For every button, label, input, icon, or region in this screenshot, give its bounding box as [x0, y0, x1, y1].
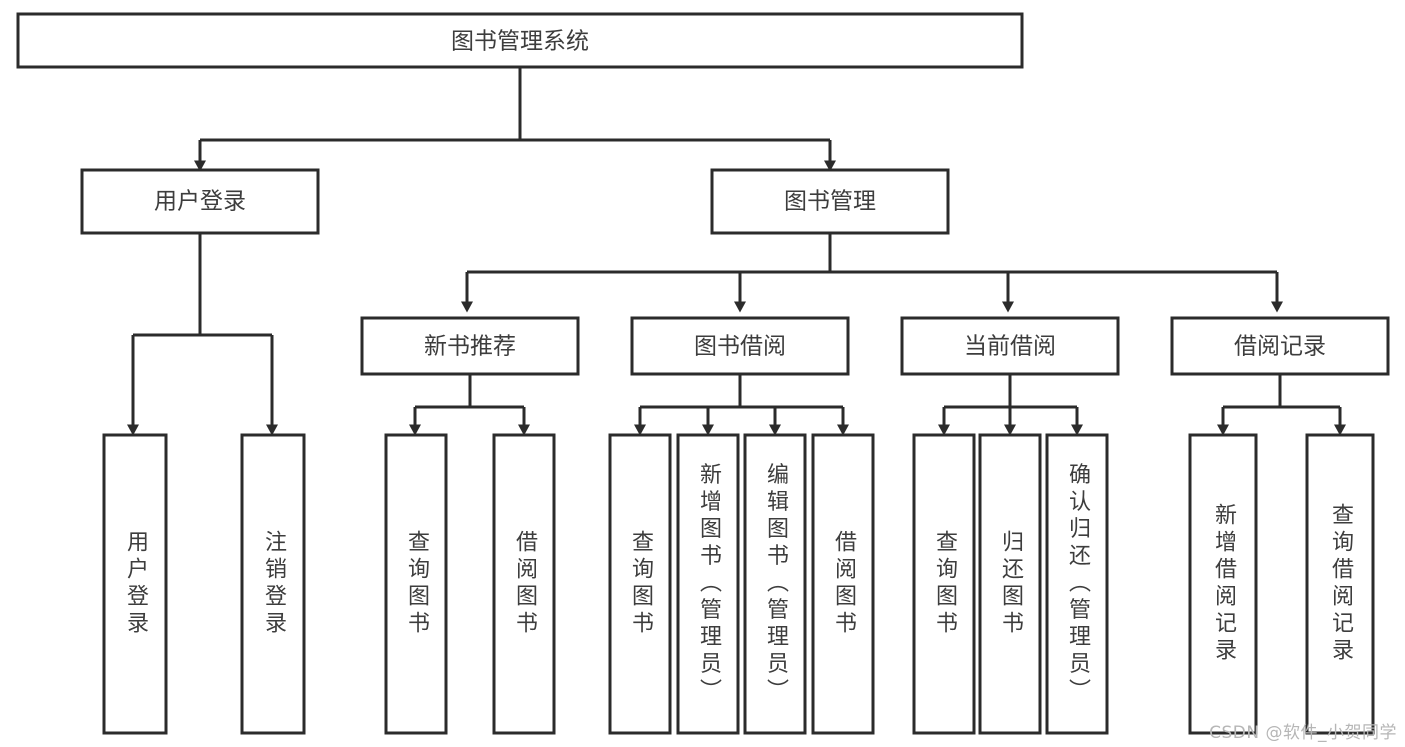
leaf-borrow-records-add[interactable]: 新增借阅记录: [1188, 433, 1258, 735]
node-current-borrow[interactable]: 当前借阅: [900, 316, 1120, 376]
node-root-system-label: 图书管理系统: [451, 29, 589, 55]
connector-group-root: [194, 67, 836, 172]
node-root-system-box[interactable]: [16, 12, 1024, 69]
leaf-borrow-records-add-label: 新增借阅记录: [1211, 503, 1237, 665]
leaf-user-login-login[interactable]: 用户登录: [102, 433, 168, 735]
leaf-book-borrow-edit[interactable]: 编辑图书（管理员）: [743, 433, 807, 735]
leaf-book-borrow-borrow-label: 借阅图书: [831, 530, 857, 638]
node-book-borrow-label: 图书借阅: [694, 334, 786, 360]
leaf-new-book-borrow-label: 借阅图书: [512, 530, 538, 638]
leaf-current-borrow-confirm-label: 确认归还（管理员）: [1065, 463, 1091, 706]
connector-group-book-borrow: [634, 374, 849, 436]
leaf-borrow-records-query-label: 查询借阅记录: [1328, 503, 1354, 665]
leaf-borrow-records-add-box[interactable]: [1188, 433, 1258, 735]
leaf-user-login-login-box[interactable]: [102, 433, 168, 735]
node-user-login-box[interactable]: [80, 168, 320, 235]
connector-group-new-book: [409, 374, 530, 436]
node-borrow-records-label: 借阅记录: [1234, 334, 1326, 360]
leaf-user-login-logout[interactable]: 注销登录: [240, 433, 306, 735]
leaf-new-book-borrow[interactable]: 借阅图书: [492, 433, 556, 735]
connector-group-current-borrow: [938, 374, 1083, 436]
leaf-book-borrow-add-label: 新增图书（管理员）: [696, 463, 722, 706]
leaf-borrow-records-query[interactable]: 查询借阅记录: [1305, 433, 1375, 735]
node-new-book-recommend-box[interactable]: [360, 316, 580, 376]
node-book-manage-label: 图书管理: [784, 189, 876, 215]
leaf-new-book-query-box[interactable]: [384, 433, 448, 735]
node-new-book-recommend[interactable]: 新书推荐: [360, 316, 580, 376]
leaf-book-borrow-add-box[interactable]: [676, 433, 740, 735]
leaf-current-borrow-return-label: 归还图书: [998, 530, 1024, 638]
connector-group-book-manage: [461, 233, 1283, 313]
leaf-user-login-logout-label: 注销登录: [261, 530, 287, 638]
leaf-book-borrow-query-box[interactable]: [608, 433, 672, 735]
leaf-book-borrow-borrow-box[interactable]: [811, 433, 875, 735]
node-user-login[interactable]: 用户登录: [80, 168, 320, 235]
node-book-manage-box[interactable]: [710, 168, 950, 235]
node-book-manage[interactable]: 图书管理: [710, 168, 950, 235]
leaf-new-book-query[interactable]: 查询图书: [384, 433, 448, 735]
leaf-book-borrow-edit-label: 编辑图书（管理员）: [763, 463, 789, 706]
node-book-borrow[interactable]: 图书借阅: [630, 316, 850, 376]
leaf-current-borrow-query-label: 查询图书: [932, 530, 958, 638]
node-root-system[interactable]: 图书管理系统: [16, 12, 1024, 69]
leaf-current-borrow-confirm[interactable]: 确认归还（管理员）: [1045, 433, 1109, 735]
leaf-borrow-records-query-box[interactable]: [1305, 433, 1375, 735]
leaf-book-borrow-borrow[interactable]: 借阅图书: [811, 433, 875, 735]
node-borrow-records[interactable]: 借阅记录: [1170, 316, 1390, 376]
leaf-user-login-logout-box[interactable]: [240, 433, 306, 735]
leaf-new-book-query-label: 查询图书: [404, 530, 430, 638]
node-current-borrow-label: 当前借阅: [964, 334, 1056, 360]
leaf-book-borrow-edit-box[interactable]: [743, 433, 807, 735]
leaf-new-book-borrow-box[interactable]: [492, 433, 556, 735]
node-user-login-label: 用户登录: [154, 189, 246, 215]
node-borrow-records-box[interactable]: [1170, 316, 1390, 376]
connector-group-borrow-records: [1217, 374, 1346, 436]
node-current-borrow-box[interactable]: [900, 316, 1120, 376]
leaf-current-borrow-return[interactable]: 归还图书: [978, 433, 1042, 735]
node-book-borrow-box[interactable]: [630, 316, 850, 376]
leaf-book-borrow-query[interactable]: 查询图书: [608, 433, 672, 735]
leaf-book-borrow-add[interactable]: 新增图书（管理员）: [676, 433, 740, 735]
connector-group-user-login: [127, 233, 278, 436]
leaf-current-borrow-query[interactable]: 查询图书: [912, 433, 976, 735]
leaf-current-borrow-return-box[interactable]: [978, 433, 1042, 735]
leaf-user-login-login-label: 用户登录: [123, 530, 149, 638]
node-new-book-recommend-label: 新书推荐: [424, 334, 516, 360]
leaf-current-borrow-confirm-box[interactable]: [1045, 433, 1109, 735]
leaf-current-borrow-query-box[interactable]: [912, 433, 976, 735]
leaf-book-borrow-query-label: 查询图书: [628, 530, 654, 638]
